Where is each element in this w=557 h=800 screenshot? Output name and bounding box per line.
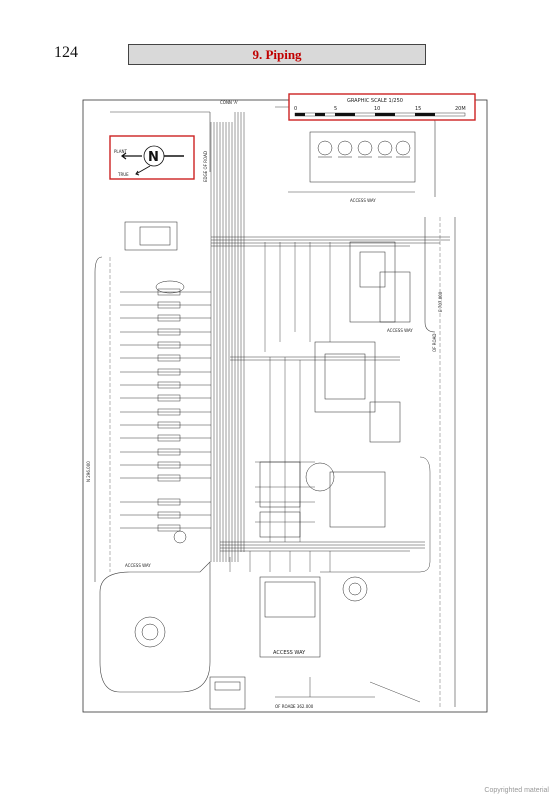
page-number: 124 <box>54 44 78 61</box>
scale-tick-15: 15 <box>415 106 421 112</box>
pump-branches <box>120 288 211 532</box>
north-true-label: TRUE <box>117 172 129 177</box>
access-way-left: ACCESS WAY <box>125 563 151 568</box>
pipe-rack-vertical <box>210 112 245 562</box>
of-road-right: OF ROAD <box>432 334 437 352</box>
scale-title: GRAPHIC SCALE 1/250 <box>347 98 403 104</box>
access-way-top: ACCESS WAY <box>350 198 376 203</box>
el-left: N 296.000 <box>86 461 91 482</box>
scale-tick-5: 5 <box>334 106 337 112</box>
chapter-title: 9. Piping <box>252 47 302 62</box>
road-edge <box>110 111 211 172</box>
access-way-bottom: ACCESS WAY <box>273 650 306 656</box>
chapter-header: 9. Piping <box>128 44 426 65</box>
piping-plot-plan: GRAPHIC SCALE 1/250 0 5 10 15 20M N PLAN… <box>82 93 488 713</box>
el-right: E 707.000 <box>438 291 443 312</box>
north-arrow-letter: N <box>148 150 159 165</box>
north-plant-label: PLANT <box>114 149 127 154</box>
of-road-bottom: OF ROAD <box>275 704 293 709</box>
access-way-mid: ACCESS WAY <box>387 328 413 333</box>
conn-a-label: CONN 'A' <box>220 100 238 105</box>
north-arrow: N PLANT TRUE <box>109 135 195 180</box>
tank-array <box>309 131 416 183</box>
equipment-units <box>124 221 411 710</box>
pipe-rack-horizontal <box>211 236 450 552</box>
scale-tick-0: 0 <box>294 106 297 112</box>
scale-tick-20m: 20M <box>455 106 466 112</box>
el-bottom: E 362.000 <box>293 704 314 709</box>
scale-tick-10: 10 <box>374 106 380 112</box>
plan-frame <box>82 99 488 713</box>
copyright-watermark: Copyrighted material <box>484 787 549 794</box>
graphic-scale: GRAPHIC SCALE 1/250 0 5 10 15 20M <box>288 93 476 121</box>
edge-of-road-label: EDGE OF ROAD <box>203 151 208 182</box>
